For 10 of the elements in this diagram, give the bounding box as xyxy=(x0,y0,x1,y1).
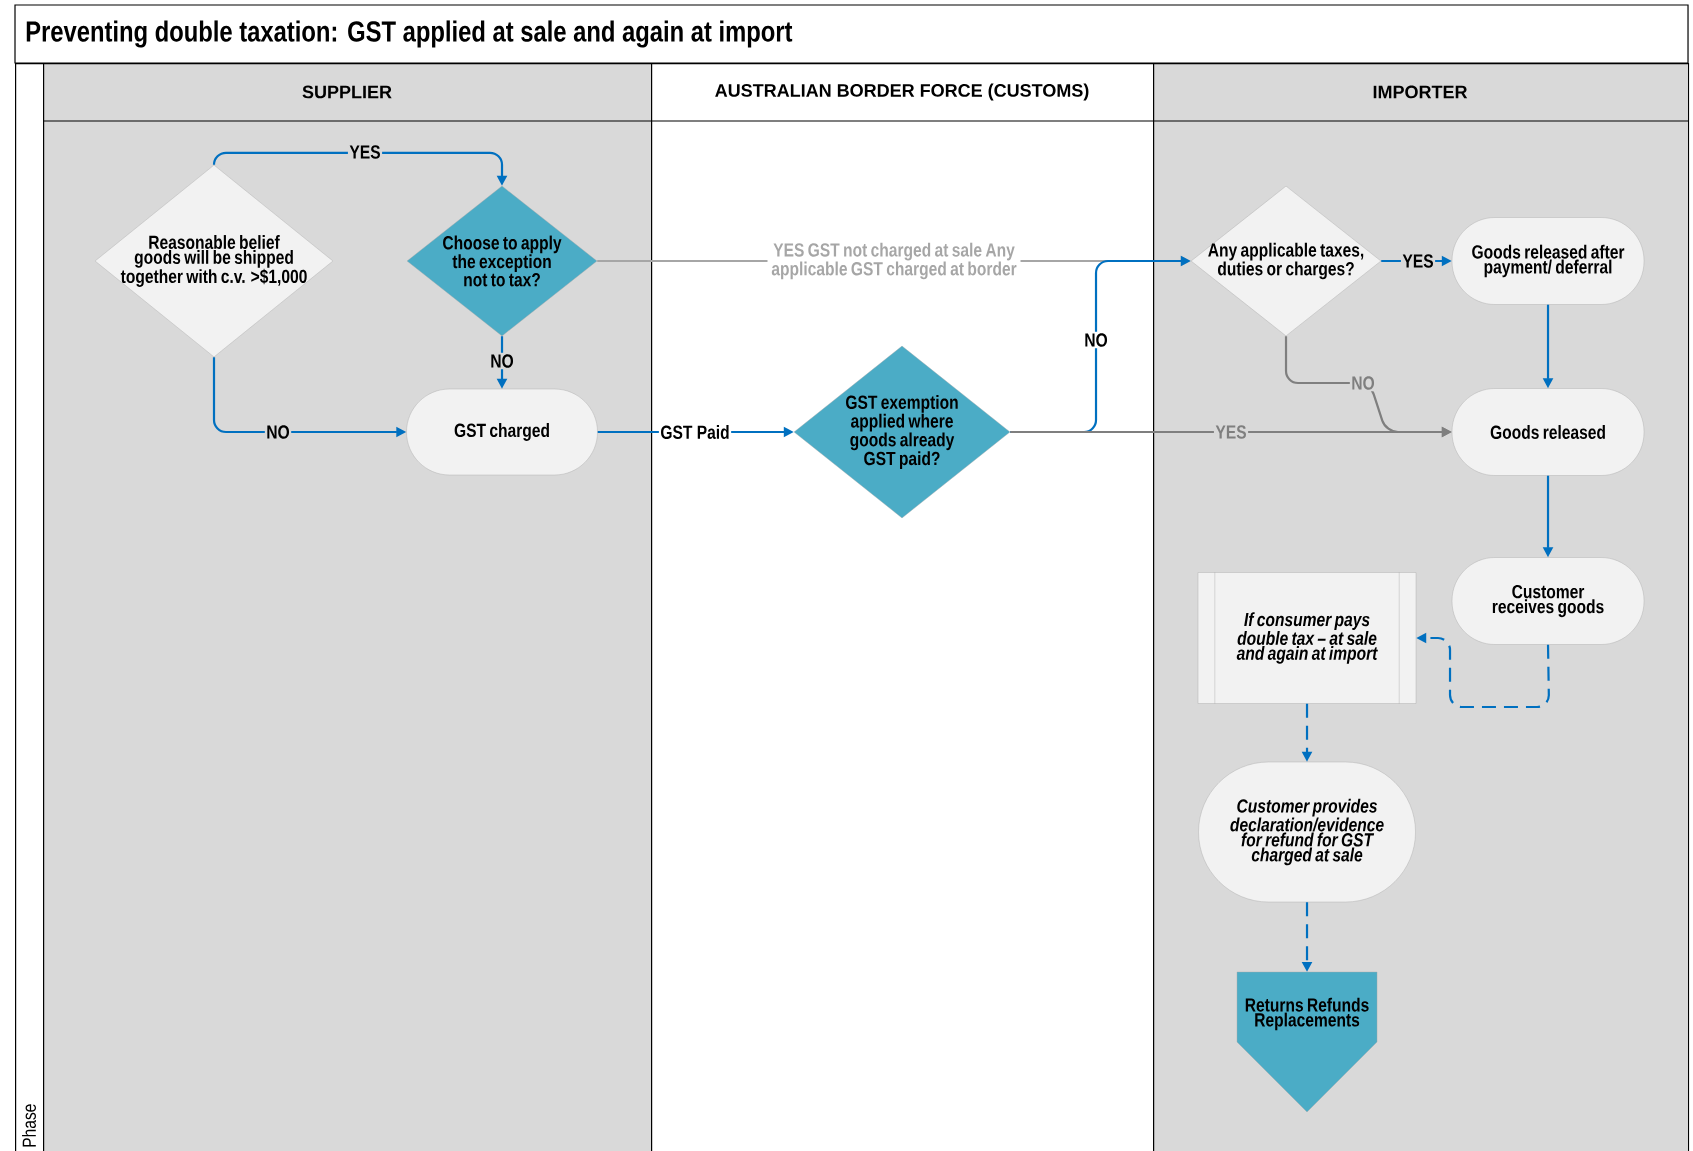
process-terminal: GST charged xyxy=(406,388,598,476)
process-terminal: Goods released after payment/ deferral xyxy=(1451,217,1645,305)
subprocess-box: If consumer pays double tax – at sale and again at import xyxy=(1197,572,1417,704)
process-terminal: Customer receives goods xyxy=(1451,557,1645,645)
process-terminal: Goods released xyxy=(1451,388,1645,476)
title-bar: Preventing double taxation: GST applied at sale and again at import xyxy=(14,4,1689,64)
process-terminal: Customer provides declaration/evidence for refund for GST charged at sale xyxy=(1198,761,1416,903)
edge-label: YES GST not charged at sale Any applicable GST charged at border xyxy=(767,241,1021,281)
phase-band: Phase xyxy=(15,63,45,1151)
offpage-connector: Returns Refunds Replacements xyxy=(1236,971,1378,1113)
